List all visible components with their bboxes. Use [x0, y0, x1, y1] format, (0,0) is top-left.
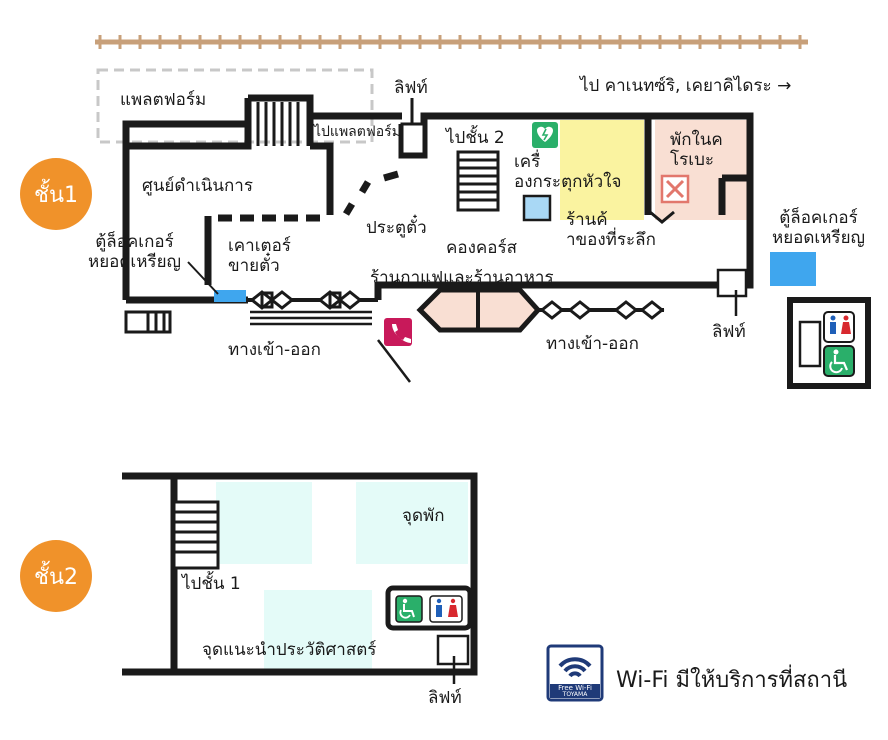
elevator-icon — [716, 268, 748, 316]
coin-locker-right-label: ตู้ล็อคเกอร์ หยอดเหรียญ — [772, 208, 866, 248]
railway-track — [95, 35, 808, 49]
floor1-badge: ชั้น1 — [20, 158, 92, 230]
elevator-top-label: ลิฟท์ — [394, 78, 428, 98]
rest-gate-icon — [649, 210, 675, 224]
floor2-history-area — [264, 590, 372, 670]
floor2-restroom-icons — [385, 585, 473, 631]
ticket-counter-label: เคาเตอร์ ขายตั๋ว — [228, 236, 291, 276]
coin-locker-left — [214, 290, 246, 302]
souvenir-shop-label: ร้านค้ าของที่ระลึก — [566, 210, 656, 250]
control-center-label: ศูนย์ดำเนินการ — [142, 176, 253, 196]
stairs-to-floor2-icon — [456, 150, 500, 212]
platform-area — [96, 68, 374, 144]
aed-icon — [532, 122, 558, 148]
platform-label: แพลตฟอร์ม — [120, 90, 207, 110]
phone-pointer — [377, 339, 411, 383]
floor2-badge: ชั้น2 — [20, 540, 92, 612]
platform-elevator-icon — [400, 98, 426, 156]
defibrillator-label: เครื่ องกระตุกหัวใจ — [514, 152, 622, 192]
rest-area-label: พักในค โรเบะ — [670, 130, 723, 170]
entrance-left-label: ทางเข้า-ออก — [228, 340, 321, 360]
history-point-label: จุดแนะนำประวัติศาสตร์ — [202, 640, 377, 660]
floor2-elevator-label: ลิฟท์ — [428, 688, 462, 708]
wifi-icon — [546, 644, 604, 702]
cafe-area — [416, 287, 542, 333]
wifi-text: Wi-Fi มีให้บริการที่สถานี — [616, 668, 848, 693]
ticket-gate-right-icon — [538, 300, 665, 320]
dashed-partitions — [218, 170, 399, 222]
phone-icon — [384, 318, 412, 346]
floor2-elevator-icon — [436, 634, 470, 684]
cafe-label: ร้านกาแฟและร้านอาหาร — [370, 268, 554, 288]
to-platform-label: ไปแพลตฟอร์ม — [314, 124, 401, 140]
to-floor1-label: ไปชั้น 1 — [182, 574, 241, 594]
toilet-icon — [823, 311, 855, 343]
rest-point-label: จุดพัก — [402, 506, 445, 526]
coin-locker-right — [770, 252, 816, 286]
floor2-rest-area — [356, 482, 468, 564]
entrance-right-label: ทางเข้า-ออก — [546, 334, 639, 354]
stairs-icon — [256, 102, 300, 146]
wifi-badge-bottom: TOYAMA — [562, 691, 588, 698]
floor2-upper-area — [216, 482, 312, 564]
entrance-steps — [250, 310, 372, 326]
rest-room-area — [655, 120, 747, 220]
floor2-stairs-icon — [172, 500, 220, 570]
direction-text: ไป คาเนทซ์ริ, เคยาคิไดระ → — [580, 76, 792, 96]
souvenir-shop-area — [560, 120, 644, 220]
to-floor2-label: ไปชั้น 2 — [446, 128, 505, 148]
concourse-label: คองคอร์ส — [446, 238, 517, 258]
wifi-badge-top: Free Wi-Fi — [558, 684, 592, 692]
no-entry-icon — [660, 174, 690, 204]
coin-locker-left-label: ตู้ล็อคเกอร์ หยอดเหรียญ — [88, 232, 182, 272]
defibrillator-cabinet — [522, 194, 552, 222]
ticket-gate-icon — [248, 290, 378, 310]
gate-label: ประตูตั๋ว — [366, 218, 427, 238]
elevator-right-label: ลิฟท์ — [712, 322, 746, 342]
accessible-icon — [823, 345, 855, 377]
left-stairs-box — [124, 310, 172, 334]
